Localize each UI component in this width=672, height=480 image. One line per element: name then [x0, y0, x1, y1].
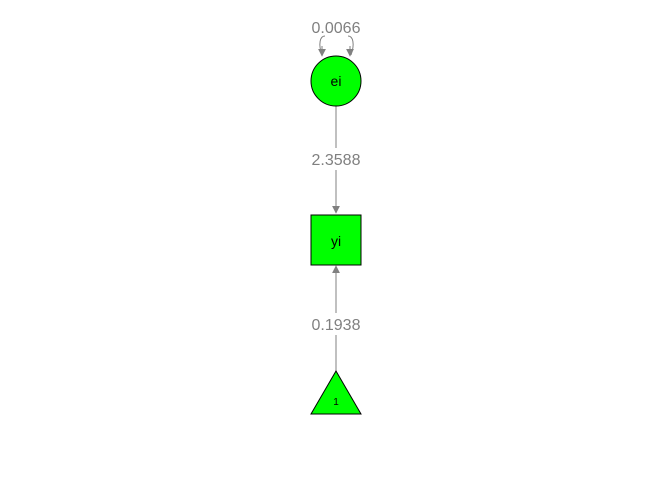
constant-node-triangle	[310, 370, 362, 415]
intercept-label-bg	[306, 313, 366, 335]
loading-label-bg	[306, 148, 366, 170]
observed-node-yi	[310, 214, 362, 266]
intercept-label: 0.1938	[312, 317, 361, 334]
loading-label: 2.3588	[312, 152, 361, 169]
latent-node-ei	[310, 55, 362, 107]
latent-node-label: ei	[331, 73, 342, 89]
residual-variance-label: 0.0066	[312, 20, 361, 37]
constant-node-label: 1	[333, 397, 339, 408]
residual-variance-loop	[319, 35, 354, 56]
observed-node-label: yi	[331, 233, 341, 249]
